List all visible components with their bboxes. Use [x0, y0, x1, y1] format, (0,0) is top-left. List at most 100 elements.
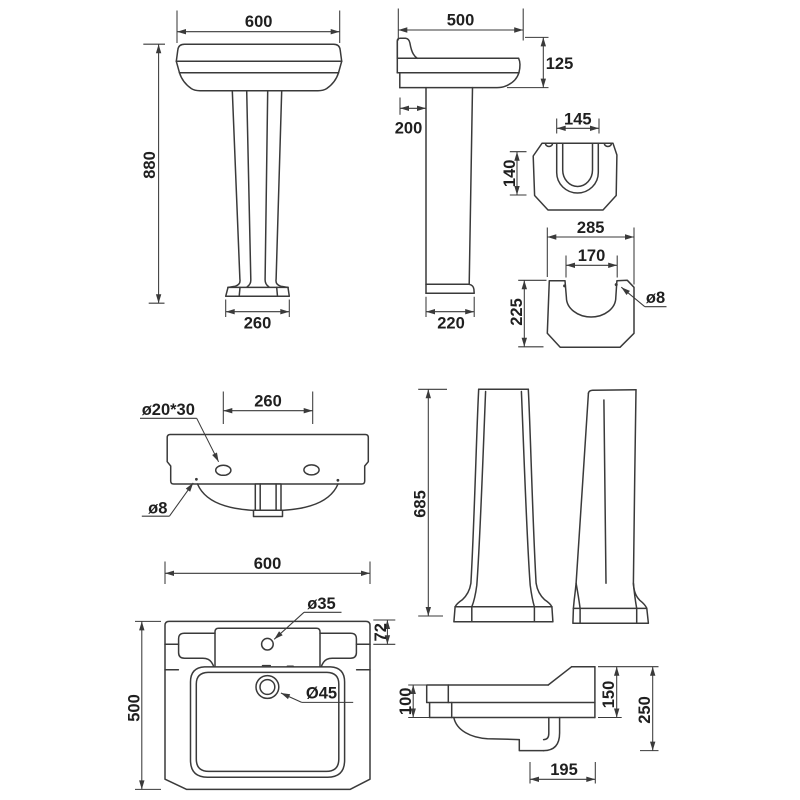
- basin-rear-outline: [166, 433, 370, 485]
- pedestal-base-section-outline: [546, 279, 635, 349]
- base-section-inner-dim-label: 170: [578, 247, 606, 265]
- rear-fixing-hole-left: [195, 477, 198, 481]
- section-front-detail-lines: [447, 684, 453, 719]
- plan-side-notch-ticks: [164, 643, 371, 671]
- plan-outline: [164, 620, 371, 791]
- rear-waste-pipe-inner-lines: [259, 483, 277, 512]
- rear-hole-label: ø8: [148, 500, 167, 518]
- rear-spacing-dim-label: 260: [254, 392, 282, 410]
- side-offset-dim-label: 200: [395, 120, 423, 138]
- basin-front-lower-body: [178, 72, 340, 92]
- basin-side-upstand: [396, 37, 419, 60]
- front-base-dim-label: 260: [244, 315, 272, 333]
- section-waste-pipe: [542, 716, 561, 752]
- basin-rear-view: 260 ø20*30 ø8: [140, 391, 370, 518]
- section-top-width-dim-label: 145: [564, 110, 592, 128]
- pedestal-elevations-view: 685: [411, 388, 650, 625]
- base-section-hole-leader-arrow: [620, 286, 646, 308]
- base-section-width-dim-label: 285: [577, 219, 605, 237]
- plan-waste-leader-arrow: [280, 692, 302, 703]
- plan-ledge-ext-lines: [373, 619, 396, 645]
- section-trap-box: [518, 738, 545, 752]
- plan-bowl-inner: [195, 671, 340, 773]
- basin-side-front-face: [517, 57, 521, 74]
- pedestal-front-base-block: [224, 286, 291, 298]
- base-section-fixing-hole-left: [563, 284, 567, 288]
- section-back-height-ext-lines: [598, 666, 659, 719]
- plan-depth-dim-label: 500: [126, 694, 144, 722]
- section-rim-band: [425, 684, 596, 719]
- front-width-ext-lines: [176, 10, 341, 43]
- section-trap-offset-dim-label: 195: [550, 761, 578, 779]
- pedestal-sideview-base-bevels: [579, 607, 638, 625]
- pedestal-sideview-top-edge: [587, 389, 637, 395]
- rear-tap-slot-left: [214, 464, 232, 477]
- pedestal-side-base: [425, 283, 475, 295]
- plan-bowl-outer: [189, 666, 346, 778]
- front-width-dim-label: 600: [245, 13, 273, 31]
- pedestal-sideview-facet: [603, 399, 607, 585]
- base-section-depth-dim-label: 225: [508, 298, 526, 326]
- rear-slot-label: ø20*30: [142, 401, 195, 419]
- plan-tap-hole-label: ø35: [307, 595, 335, 613]
- plan-waste-hole-outer: [255, 674, 280, 700]
- pedestal-top-section-outline: [532, 142, 618, 211]
- rear-waste-pipe: [254, 483, 282, 512]
- pedestal-height-ext-lines: [418, 388, 447, 617]
- basin-front-rim-sides: [175, 60, 343, 74]
- basin-front-rim-top: [175, 43, 343, 63]
- plan-overflow-marks: [261, 664, 294, 667]
- plan-ledge-dim-label: 72: [372, 623, 390, 641]
- side-depth-dim-label: 500: [447, 11, 475, 29]
- plan-left-wing: [177, 632, 216, 668]
- section-overall-dim-label: 250: [636, 696, 654, 724]
- plan-tap-hole: [260, 637, 274, 651]
- side-elevation-view: 500 125 200 220: [395, 8, 574, 333]
- rear-fixing-hole-right: [336, 478, 340, 482]
- section-top-depth-dim-label: 140: [501, 160, 519, 188]
- front-height-dim-label: 880: [141, 151, 159, 179]
- plan-waste-hole-inner: [259, 678, 276, 696]
- pedestal-front-base-bevels: [238, 286, 279, 298]
- side-rim-ext-lines: [507, 36, 549, 89]
- pedestal-front-facets: [471, 390, 536, 608]
- plan-right-wing: [319, 632, 358, 668]
- pedestal-height-dim-label: 685: [411, 490, 429, 518]
- rear-waste-flange: [252, 509, 284, 518]
- plan-waste-label: Ø45: [306, 684, 337, 702]
- pedestal-front-base-bevels: [471, 606, 536, 623]
- side-depth-ext-lines: [397, 8, 524, 41]
- base-section-fixing-hole-right: [614, 283, 618, 287]
- pedestal-front-right-edge: [275, 89, 289, 289]
- plan-view: 600 ø35 Ø45 72 500: [126, 555, 396, 791]
- section-back-slope: [547, 665, 573, 686]
- pedestal-sideview-outline: [572, 389, 648, 610]
- basin-side-lower-body: [399, 72, 520, 89]
- section-front-height-dim-label: 100: [397, 688, 415, 716]
- section-top-width-ext-lines: [556, 118, 600, 134]
- plan-width-dim-label: 600: [254, 555, 282, 573]
- front-elevation-view: 600 880 260: [141, 10, 343, 333]
- side-rim-dim-label: 125: [546, 55, 574, 73]
- pedestal-top-section-view: 145 140: [501, 110, 618, 211]
- pedestal-sideview-base-block: [572, 607, 650, 625]
- pedestal-top-channel-inner: [561, 142, 594, 188]
- base-section-hole-label: ø8: [646, 289, 665, 307]
- pedestal-sideview-flare-lines: [575, 582, 638, 610]
- pedestal-front-facet-lines: [245, 89, 270, 288]
- rear-spacing-ext-lines: [222, 391, 314, 424]
- pedestal-front-left-edge: [227, 89, 241, 289]
- rear-slot-leader-arrow: [196, 418, 220, 463]
- basin-side-back-edge: [396, 40, 401, 89]
- pedestal-front-base-block: [453, 606, 554, 623]
- plan-tap-platform: [214, 627, 321, 668]
- side-base-dim-label: 220: [437, 315, 465, 333]
- section-bowl-curve: [453, 716, 521, 741]
- plan-tap-hole-leader-arrow: [273, 611, 305, 640]
- section-back-height-dim-label: 150: [600, 681, 618, 709]
- pedestal-side-right-edge: [468, 86, 474, 286]
- pedestal-base-section-view: 285 170 ø8 225: [508, 219, 667, 349]
- rear-hole-leader-arrow: [168, 482, 194, 517]
